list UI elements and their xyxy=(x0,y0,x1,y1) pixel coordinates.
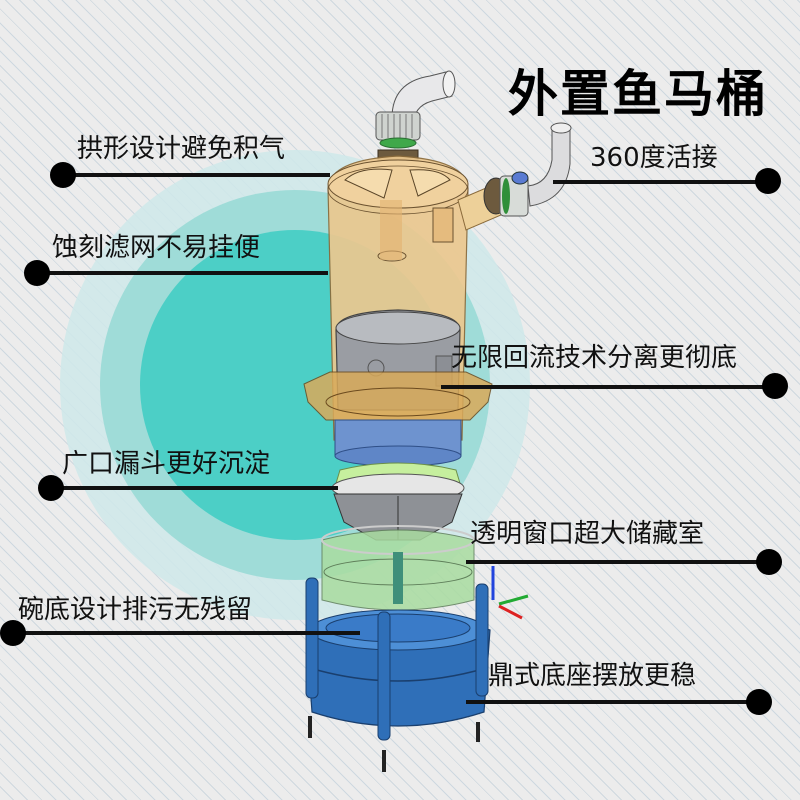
callout-filter-label: 蚀刻滤网不易挂便 xyxy=(52,233,261,263)
callout-bowl-line xyxy=(12,631,360,635)
callout-base-dot xyxy=(746,689,772,715)
callout-swivel-label: 360度活接 xyxy=(590,143,718,173)
callout-funnel-line xyxy=(52,486,338,490)
tripod-base xyxy=(305,577,491,772)
callout-arch-line xyxy=(62,173,330,177)
callout-funnel-label: 广口漏斗更好沉淀 xyxy=(62,449,271,479)
callout-arch-label: 拱形设计避免积气 xyxy=(77,134,286,164)
callout-swivel-line xyxy=(553,180,768,184)
side-swivel-pipe xyxy=(483,122,572,217)
callout-reflux-dot xyxy=(762,373,788,399)
callout-base-line xyxy=(466,700,766,704)
callout-bowl-label: 碗底设计排污无残留 xyxy=(18,595,253,625)
callout-filter-line xyxy=(36,271,328,275)
callout-filter-dot xyxy=(24,260,50,286)
callout-reflux-line xyxy=(441,385,776,389)
callout-window-dot xyxy=(756,549,782,575)
callout-reflux-label: 无限回流技术分离更彻底 xyxy=(451,343,738,373)
callout-funnel-dot xyxy=(38,475,64,501)
callout-swivel-dot xyxy=(755,168,781,194)
transparent-window xyxy=(321,525,475,611)
blue-ring xyxy=(334,419,462,467)
callout-window-label: 透明窗口超大储藏室 xyxy=(470,519,705,549)
page-title: 外置鱼马桶 xyxy=(508,64,768,123)
callout-arch-dot xyxy=(50,162,76,188)
callout-bowl-dot xyxy=(0,620,26,646)
funnel xyxy=(331,462,465,541)
callout-base-label: 鼎式底座摆放更稳 xyxy=(488,661,697,691)
gray-separator xyxy=(303,309,493,421)
callout-window-line xyxy=(466,560,766,564)
axis-triad-icon xyxy=(491,566,529,620)
